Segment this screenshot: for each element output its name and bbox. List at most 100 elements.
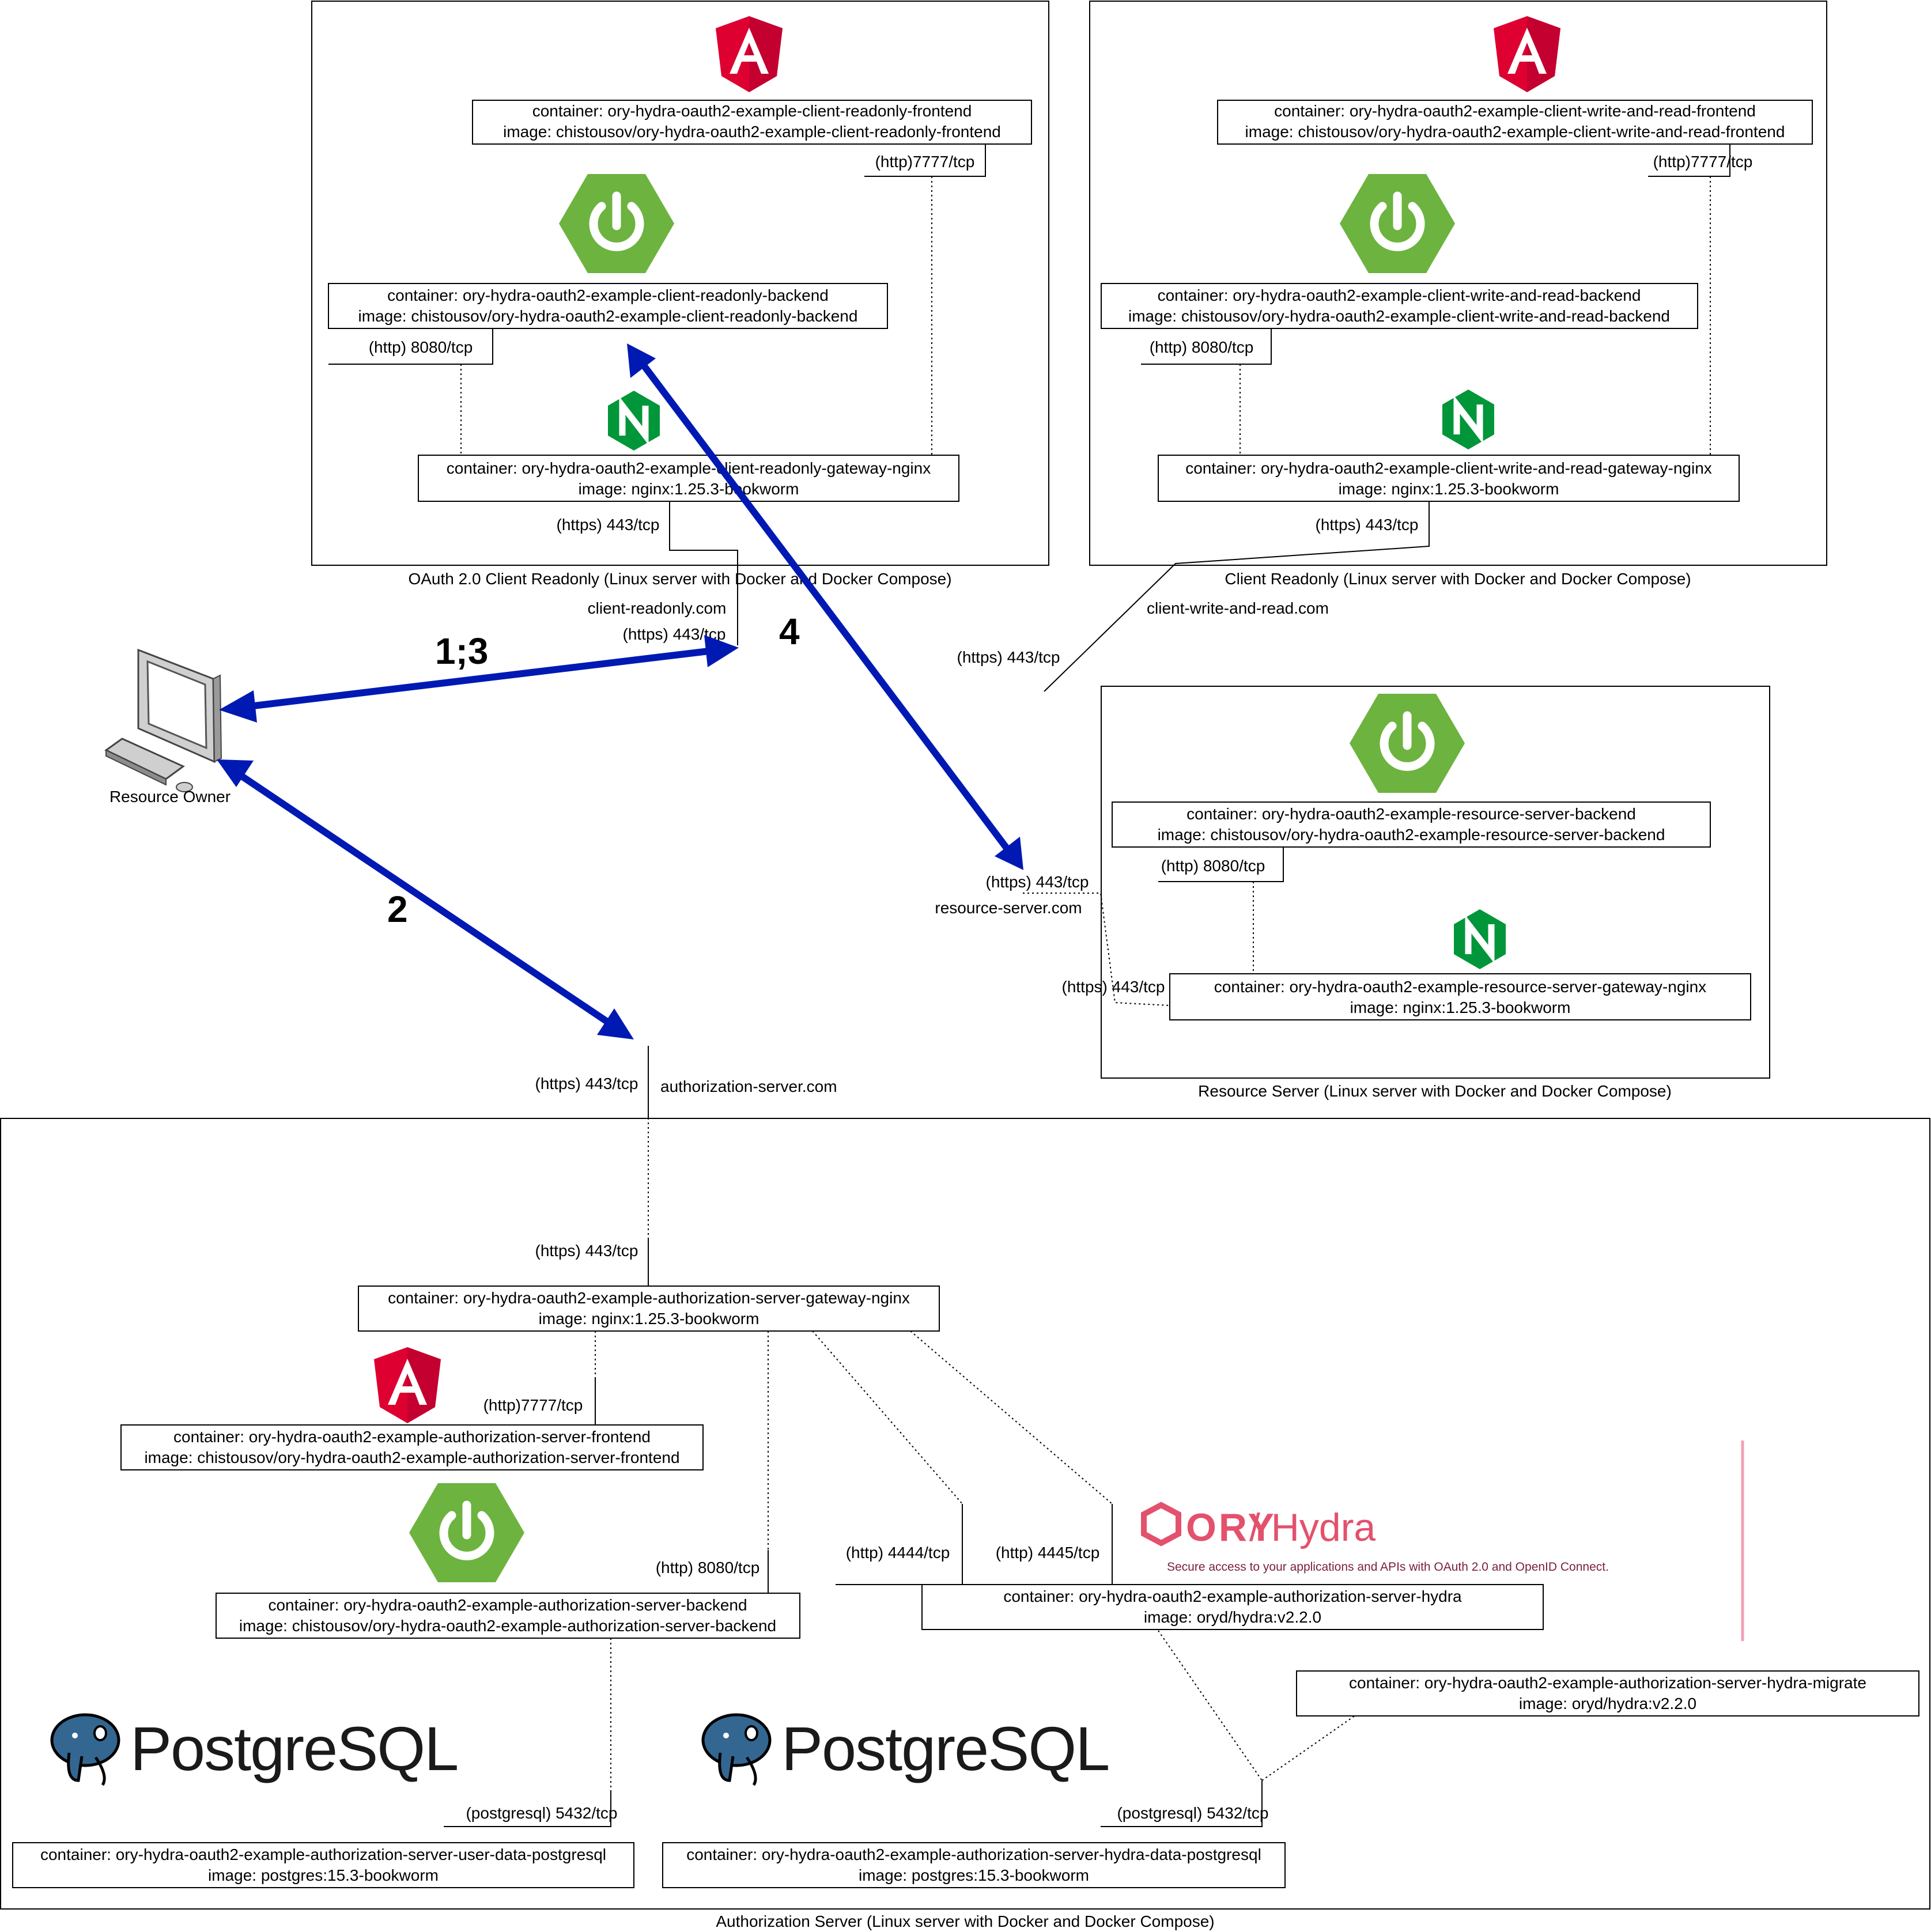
container-name: container: ory-hydra-oauth2-example-auth…	[173, 1428, 651, 1446]
port-label: (postgresql) 5432/tcp	[466, 1804, 617, 1822]
port-label: (postgresql) 5432/tcp	[1117, 1804, 1268, 1822]
port-label: (https) 443/tcp	[535, 1242, 638, 1260]
nginx-icon	[1454, 909, 1506, 969]
ory-brand-text: ORY	[1186, 1506, 1276, 1549]
region-caption-client-readonly: OAuth 2.0 Client Readonly (Linux server …	[408, 570, 951, 588]
container-name: container: ory-hydra-oauth2-example-auth…	[268, 1596, 747, 1614]
port-label: (https) 443/tcp	[535, 1075, 638, 1092]
container-name: container: ory-hydra-oauth2-example-reso…	[1214, 978, 1706, 996]
desktop-computer-icon	[104, 648, 222, 792]
container-name: container: ory-hydra-oauth2-example-clie…	[387, 286, 829, 304]
port-label: (http) 8080/tcp	[369, 338, 473, 356]
container-name: container: ory-hydra-oauth2-example-auth…	[686, 1846, 1261, 1863]
container-name: container: ory-hydra-oauth2-example-clie…	[532, 102, 972, 120]
container-client-write-read-frontend[interactable]: container: ory-hydra-oauth2-example-clie…	[1217, 100, 1813, 145]
container-image: image: chistousov/ory-hydra-oauth2-examp…	[358, 307, 858, 325]
postgresql-wordmark: PostgreSQL	[781, 1714, 1109, 1783]
container-authorization-server-hydra-migrate[interactable]: container: ory-hydra-oauth2-example-auth…	[1296, 1670, 1919, 1717]
angular-icon	[716, 16, 783, 92]
region-caption-client-write-read: Client Readonly (Linux server with Docke…	[1225, 570, 1691, 588]
step-label-2: 2	[387, 889, 408, 930]
hydra-tagline: Secure access to your applications and A…	[1167, 1560, 1609, 1574]
container-image: image: chistousov/ory-hydra-oauth2-examp…	[144, 1449, 679, 1466]
port-label: (http)7777/tcp	[483, 1396, 583, 1414]
port-label: (http) 8080/tcp	[656, 1559, 760, 1576]
spring-boot-icon	[409, 1483, 524, 1582]
container-client-readonly-frontend[interactable]: container: ory-hydra-oauth2-example-clie…	[472, 100, 1032, 145]
port-label: (https) 443/tcp	[1062, 978, 1165, 996]
postgresql-logo-user-data: PostgreSQL	[52, 1714, 459, 1785]
flow-arrow-step-4	[627, 343, 1023, 870]
ory-hydra-logo: ORY / Hydra Secure access to your applic…	[1141, 1441, 1744, 1641]
port-label: (http) 4445/tcp	[996, 1544, 1100, 1562]
host-resource-server: resource-server.com	[935, 899, 1082, 917]
flow-arrow-step-1-3	[219, 635, 739, 723]
port-label: (https) 443/tcp	[986, 873, 1089, 891]
port-label: (http)7777/tcp	[875, 153, 975, 171]
container-image: image: postgres:15.3-bookworm	[208, 1866, 439, 1884]
port-label: (http)7777/tcp	[1653, 153, 1753, 171]
container-name: container: ory-hydra-oauth2-example-auth…	[1003, 1587, 1462, 1605]
region-caption-authorization-server: Authorization Server (Linux server with …	[716, 1912, 1214, 1930]
port-label: (https) 443/tcp	[557, 516, 660, 534]
postgresql-elephant-icon	[703, 1715, 770, 1785]
angular-icon	[374, 1347, 441, 1423]
host-authorization-server: authorization-server.com	[660, 1077, 837, 1095]
container-client-write-read-backend[interactable]: container: ory-hydra-oauth2-example-clie…	[1101, 283, 1698, 329]
container-image: image: nginx:1.25.3-bookworm	[1339, 480, 1559, 498]
container-image: image: chistousov/ory-hydra-oauth2-examp…	[1245, 123, 1785, 141]
spring-boot-icon	[1350, 694, 1465, 793]
resource-owner-label: Resource Owner	[109, 788, 230, 806]
port-label: (https) 443/tcp	[1316, 516, 1419, 534]
container-authorization-server-gateway[interactable]: container: ory-hydra-oauth2-example-auth…	[358, 1286, 940, 1332]
container-authorization-server-backend[interactable]: container: ory-hydra-oauth2-example-auth…	[216, 1593, 800, 1639]
container-image: image: nginx:1.25.3-bookworm	[579, 480, 799, 498]
container-client-write-read-gateway[interactable]: container: ory-hydra-oauth2-example-clie…	[1158, 455, 1740, 502]
angular-icon	[1494, 16, 1560, 92]
container-client-readonly-gateway[interactable]: container: ory-hydra-oauth2-example-clie…	[418, 455, 959, 502]
container-authorization-server-hydra[interactable]: container: ory-hydra-oauth2-example-auth…	[921, 1584, 1544, 1630]
ory-hexagon-icon	[1141, 1502, 1181, 1547]
container-name: container: ory-hydra-oauth2-example-auth…	[388, 1289, 910, 1307]
postgresql-elephant-icon	[52, 1715, 119, 1785]
container-authorization-server-hydra-data-postgresql[interactable]: container: ory-hydra-oauth2-example-auth…	[662, 1842, 1286, 1888]
container-image: image: chistousov/ory-hydra-oauth2-examp…	[503, 123, 1001, 141]
container-image: image: oryd/hydra:v2.2.0	[1144, 1608, 1321, 1626]
container-image: image: chistousov/ory-hydra-oauth2-examp…	[239, 1617, 776, 1635]
region-caption-resource-server: Resource Server (Linux server with Docke…	[1198, 1082, 1672, 1100]
step-label-4: 4	[779, 611, 800, 652]
container-image: image: chistousov/ory-hydra-oauth2-examp…	[1158, 826, 1665, 844]
container-name: container: ory-hydra-oauth2-example-clie…	[1274, 102, 1756, 120]
spring-boot-icon	[559, 174, 674, 273]
container-image: image: chistousov/ory-hydra-oauth2-examp…	[1128, 307, 1670, 325]
nginx-icon	[1442, 390, 1494, 449]
postgresql-logo-hydra-data: PostgreSQL	[703, 1714, 1110, 1785]
step-label-1-3: 1;3	[435, 630, 489, 672]
port-label: (http) 8080/tcp	[1150, 338, 1254, 356]
container-name: container: ory-hydra-oauth2-example-auth…	[1349, 1674, 1866, 1692]
host-client-readonly: client-readonly.com	[588, 599, 727, 617]
container-name: container: ory-hydra-oauth2-example-auth…	[40, 1846, 606, 1863]
host-client-write-read: client-write-and-read.com	[1147, 599, 1329, 617]
container-name: container: ory-hydra-oauth2-example-clie…	[1185, 459, 1712, 477]
container-client-readonly-backend[interactable]: container: ory-hydra-oauth2-example-clie…	[328, 283, 888, 329]
container-image: image: oryd/hydra:v2.2.0	[1519, 1695, 1696, 1712]
port-label: (https) 443/tcp	[957, 648, 1060, 666]
container-authorization-server-frontend[interactable]: container: ory-hydra-oauth2-example-auth…	[120, 1424, 704, 1470]
postgresql-wordmark: PostgreSQL	[130, 1714, 458, 1783]
container-image: image: postgres:15.3-bookworm	[859, 1866, 1089, 1884]
port-label: (http) 4444/tcp	[846, 1544, 950, 1562]
container-name: container: ory-hydra-oauth2-example-clie…	[447, 459, 931, 477]
container-name: container: ory-hydra-oauth2-example-clie…	[1158, 286, 1641, 304]
container-image: image: nginx:1.25.3-bookworm	[1350, 999, 1571, 1016]
hydra-brand-text: / Hydra	[1249, 1506, 1375, 1549]
container-authorization-server-user-data-postgresql[interactable]: container: ory-hydra-oauth2-example-auth…	[12, 1842, 634, 1888]
container-image: image: nginx:1.25.3-bookworm	[539, 1310, 759, 1328]
nginx-icon	[608, 391, 660, 451]
port-label: (http) 8080/tcp	[1161, 857, 1265, 875]
container-name: container: ory-hydra-oauth2-example-reso…	[1186, 805, 1636, 823]
container-resource-server-backend[interactable]: container: ory-hydra-oauth2-example-reso…	[1112, 801, 1711, 848]
container-resource-server-gateway[interactable]: container: ory-hydra-oauth2-example-reso…	[1169, 973, 1751, 1020]
flow-arrow-step-2	[217, 759, 634, 1039]
